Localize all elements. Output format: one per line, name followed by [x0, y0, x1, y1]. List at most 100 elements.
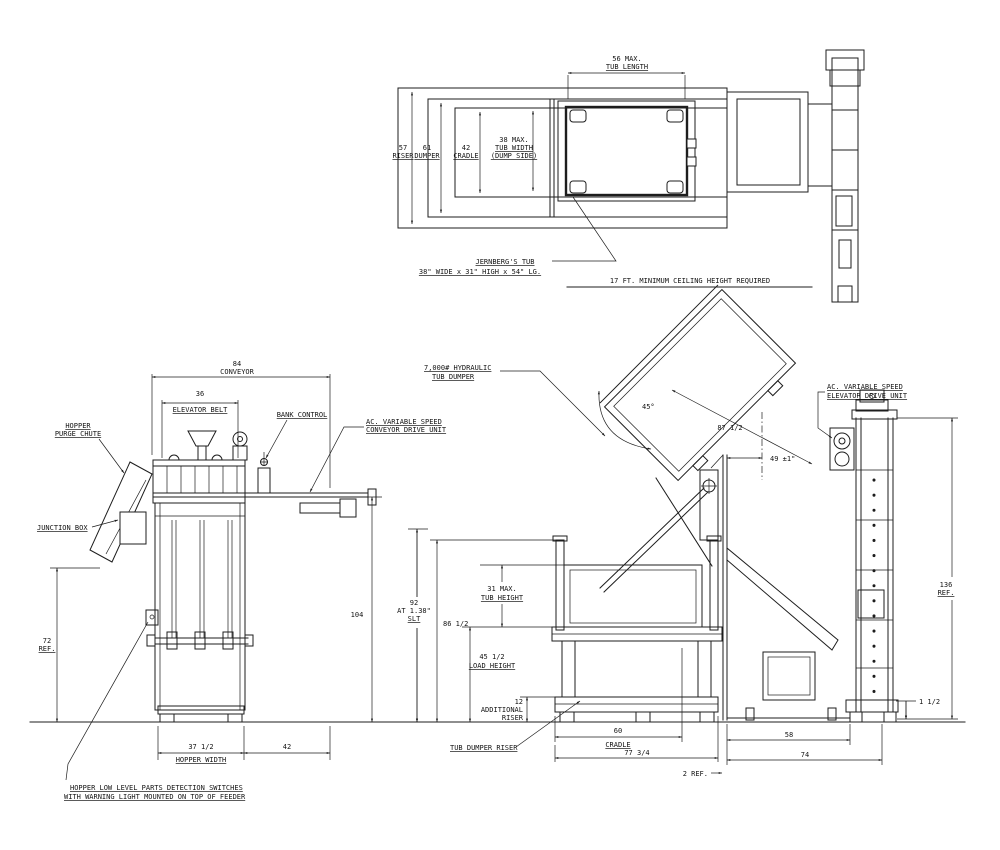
dim-136-ref: REF.	[938, 589, 955, 597]
tub-dumper-riser-label: TUB DUMPER RISER	[450, 744, 518, 752]
dim-38-label1: TUB WIDTH	[495, 144, 533, 152]
dim-42b-value: 42	[283, 743, 291, 751]
top-view: 57 RISER 61 DUMPER 42 CRADLE 38 MAX. TUB…	[392, 49, 865, 303]
dim-42-value: 42	[462, 144, 470, 152]
elevator-drive-motor	[829, 427, 855, 471]
dim-77: 77 3/4	[624, 749, 649, 757]
side-view: 7,000# HYDRAULIC TUB DUMPER 45° 87 1/2 4…	[351, 284, 958, 778]
dim-61-value: 61	[423, 144, 431, 152]
discharge-chute	[726, 547, 839, 651]
tub-dumper-label2: TUB DUMPER	[432, 373, 475, 381]
dim-1half: 1 1/2	[919, 698, 940, 706]
conveyor-deck	[152, 492, 369, 504]
dim-92-note1: AT 1.38"	[397, 607, 431, 615]
hopper-purge-label1: HOPPER	[65, 422, 91, 430]
dim-57-value: 57	[399, 144, 407, 152]
dim-49: 49 ±1"	[770, 455, 795, 463]
elevator-boot	[710, 454, 851, 721]
dim-56-value: 56 MAX.	[612, 55, 642, 63]
dim-86half: 86 1/2	[443, 620, 468, 628]
pivot-and-cylinder	[599, 469, 719, 593]
hopper-body	[154, 502, 246, 711]
elevator-drive-label1: AC. VARIABLE SPEED	[827, 383, 903, 391]
guide-rails	[549, 98, 555, 218]
front-view: 84 CONVEYOR 36 ELEVATOR BELT BANK CONTRO…	[29, 360, 966, 801]
tub-plan	[564, 105, 689, 197]
dim-84-label: CONVEYOR	[220, 368, 255, 376]
switch-note-leader	[65, 621, 149, 781]
hopper-base	[157, 705, 245, 715]
tub-note-line1: JERNBERG'S TUB	[475, 258, 534, 266]
bank-control-label: BANK CONTROL	[277, 411, 328, 419]
dim-58: 58	[785, 731, 793, 739]
dim-31-value: 31 MAX.	[487, 585, 517, 593]
top-view-linework	[397, 49, 865, 303]
dim-37half-value: 37 1/2	[188, 743, 213, 751]
dim-72-ref: REF.	[39, 645, 56, 653]
conveyor-drive-label2: CONVEYOR DRIVE UNIT	[366, 426, 447, 434]
dim-60-value: 60	[614, 727, 622, 735]
switch-note-line1: HOPPER LOW LEVEL PARTS DETECTION SWITCHE…	[70, 784, 243, 792]
dim-45half-label: LOAD HEIGHT	[469, 662, 516, 670]
access-panel	[857, 589, 885, 619]
dim-56-label: TUB LENGTH	[606, 63, 648, 71]
conveyor-drive-unit	[299, 502, 341, 514]
dumper-frame	[551, 535, 723, 723]
tub-corner-pads	[569, 109, 697, 194]
dim-136-value: 136	[940, 581, 953, 589]
dim-74: 74	[801, 751, 809, 759]
front-view-dimensions: 84 CONVEYOR 36 ELEVATOR BELT BANK CONTRO…	[37, 360, 447, 801]
dim-12-value: 12	[515, 698, 523, 706]
elevator-drive-label2: ELEVATOR DRIVE UNIT	[827, 392, 908, 400]
dim-72-value: 72	[43, 637, 51, 645]
dim-60-label: CRADLE	[605, 741, 630, 749]
front-view-linework	[29, 430, 966, 723]
tub-in-cradle	[563, 564, 703, 628]
dim-42-label: CRADLE	[453, 152, 478, 160]
dim-2ref: 2 REF.	[683, 770, 708, 778]
dim-45deg: 45°	[642, 403, 655, 411]
top-view-dimensions: 57 RISER 61 DUMPER 42 CRADLE 38 MAX. TUB…	[392, 55, 813, 288]
level-switch	[145, 609, 159, 626]
elevator-column	[829, 389, 899, 723]
side-view-linework	[551, 284, 899, 723]
dim-12-label1: ADDITIONAL	[481, 706, 523, 714]
head-pulley	[232, 431, 248, 461]
dim-12-label2: RISER	[502, 714, 524, 722]
dim-61-label: DUMPER	[414, 152, 440, 160]
dim-45half-value: 45 1/2	[479, 653, 504, 661]
belt-cleats	[168, 454, 223, 461]
tub-note-line2: 38" WIDE x 31" HIGH x 54" LG.	[419, 268, 541, 276]
conveyor-drive-label1: AC. VARIABLE SPEED	[366, 418, 442, 426]
bank-control-valve	[257, 452, 271, 494]
angle-arc	[597, 390, 652, 450]
dim-37half-label: HOPPER WIDTH	[176, 756, 227, 764]
dim-31-label: TUB HEIGHT	[481, 594, 524, 602]
dim-92-note2: SLT	[408, 615, 421, 623]
riser-envelope	[397, 87, 728, 229]
side-view-dimensions: 7,000# HYDRAULIC TUB DUMPER 45° 87 1/2 4…	[351, 364, 958, 778]
tub-frame	[557, 100, 696, 202]
switch-note-line2: WITH WARNING LIGHT MOUNTED ON TOP OF FEE…	[64, 793, 246, 801]
hopper-purge-label2: PURGE CHUTE	[55, 430, 101, 438]
junction-box-component	[119, 511, 147, 545]
dim-38-label2: (DUMP SIDE)	[491, 152, 537, 160]
tub-note-leader	[552, 196, 617, 262]
riser-base	[554, 696, 719, 713]
dim-84-value: 84	[233, 360, 241, 368]
dim-57-label: RISER	[392, 152, 414, 160]
agitator-shafts	[171, 520, 233, 638]
dim-92-value: 92	[410, 599, 418, 607]
dim-36-label: ELEVATOR BELT	[173, 406, 229, 414]
dim-36-value: 36	[196, 390, 204, 398]
ceiling-note: 17 FT. MINIMUM CEILING HEIGHT REQUIRED	[610, 277, 770, 285]
hydraulic-cylinder	[599, 487, 709, 593]
tub-dumper-label1: 7,000# HYDRAULIC	[424, 364, 491, 372]
drive-shaft	[146, 631, 254, 650]
dim-87half: 87 1/2	[717, 424, 742, 432]
belt-slats	[166, 466, 238, 493]
junction-box-label: JUNCTION BOX	[37, 524, 88, 532]
elevator-base	[845, 699, 899, 713]
